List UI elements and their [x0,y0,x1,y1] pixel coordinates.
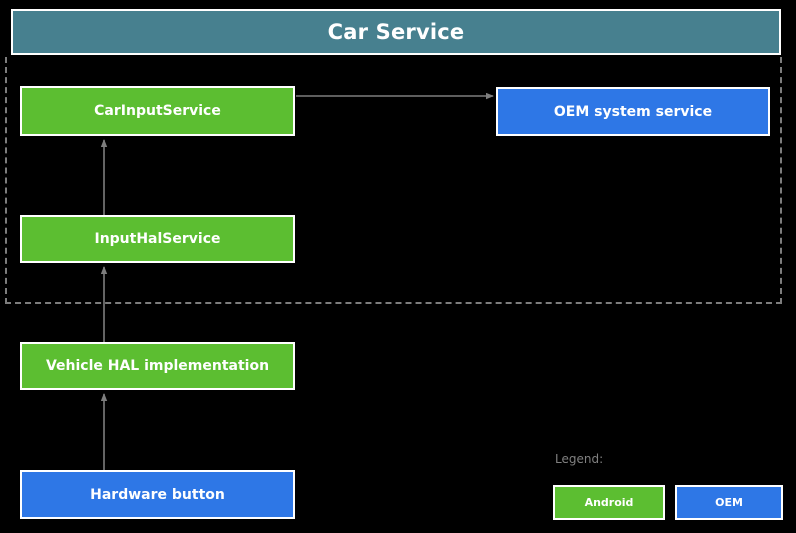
node-input-hal-service[interactable]: InputHalService [20,215,295,263]
legend-title: Legend: [555,452,604,466]
legend-item-label: Android [584,496,634,509]
legend: Legend: Android OEM [553,452,785,524]
node-label: Hardware button [90,486,225,503]
node-vehicle-hal-implementation[interactable]: Vehicle HAL implementation [20,342,295,390]
legend-item-label: OEM [715,496,743,509]
car-service-header: Car Service [11,9,781,55]
node-label: OEM system service [553,103,713,120]
legend-item-android: Android [553,485,665,520]
legend-item-oem: OEM [675,485,783,520]
node-label: Vehicle HAL implementation [45,358,270,374]
node-oem-system-service[interactable]: OEM system service [496,87,770,136]
node-car-input-service[interactable]: CarInputService [20,86,295,136]
page-title: Car Service [327,20,465,44]
node-hardware-button[interactable]: Hardware button [20,470,295,519]
node-label: InputHalService [94,231,221,247]
node-label: CarInputService [94,103,221,119]
